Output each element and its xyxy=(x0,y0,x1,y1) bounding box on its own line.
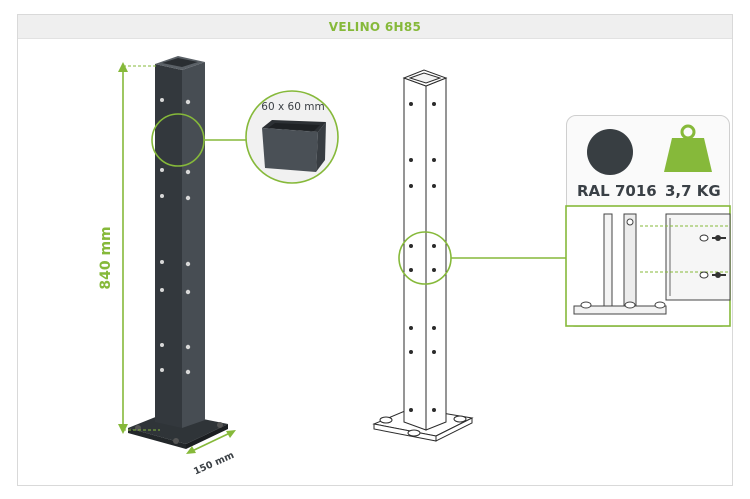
dark-post-image xyxy=(118,56,339,454)
weight-label: 3,7 KG xyxy=(665,182,721,200)
weight-icon xyxy=(664,124,712,172)
outline-post-drawing xyxy=(372,69,474,442)
color-code-label: RAL 7016 xyxy=(577,182,657,200)
height-dimension-label: 840 mm xyxy=(98,226,114,289)
color-swatch-icon xyxy=(587,129,633,175)
mounting-detail-view xyxy=(565,205,731,327)
page-title: VELINO 6H85 xyxy=(328,19,422,34)
profile-dimension-label: 60 x 60 mm xyxy=(261,101,324,113)
title-bar: VELINO 6H85 xyxy=(18,15,732,39)
base-dimension-label: 150 mm xyxy=(192,450,236,478)
